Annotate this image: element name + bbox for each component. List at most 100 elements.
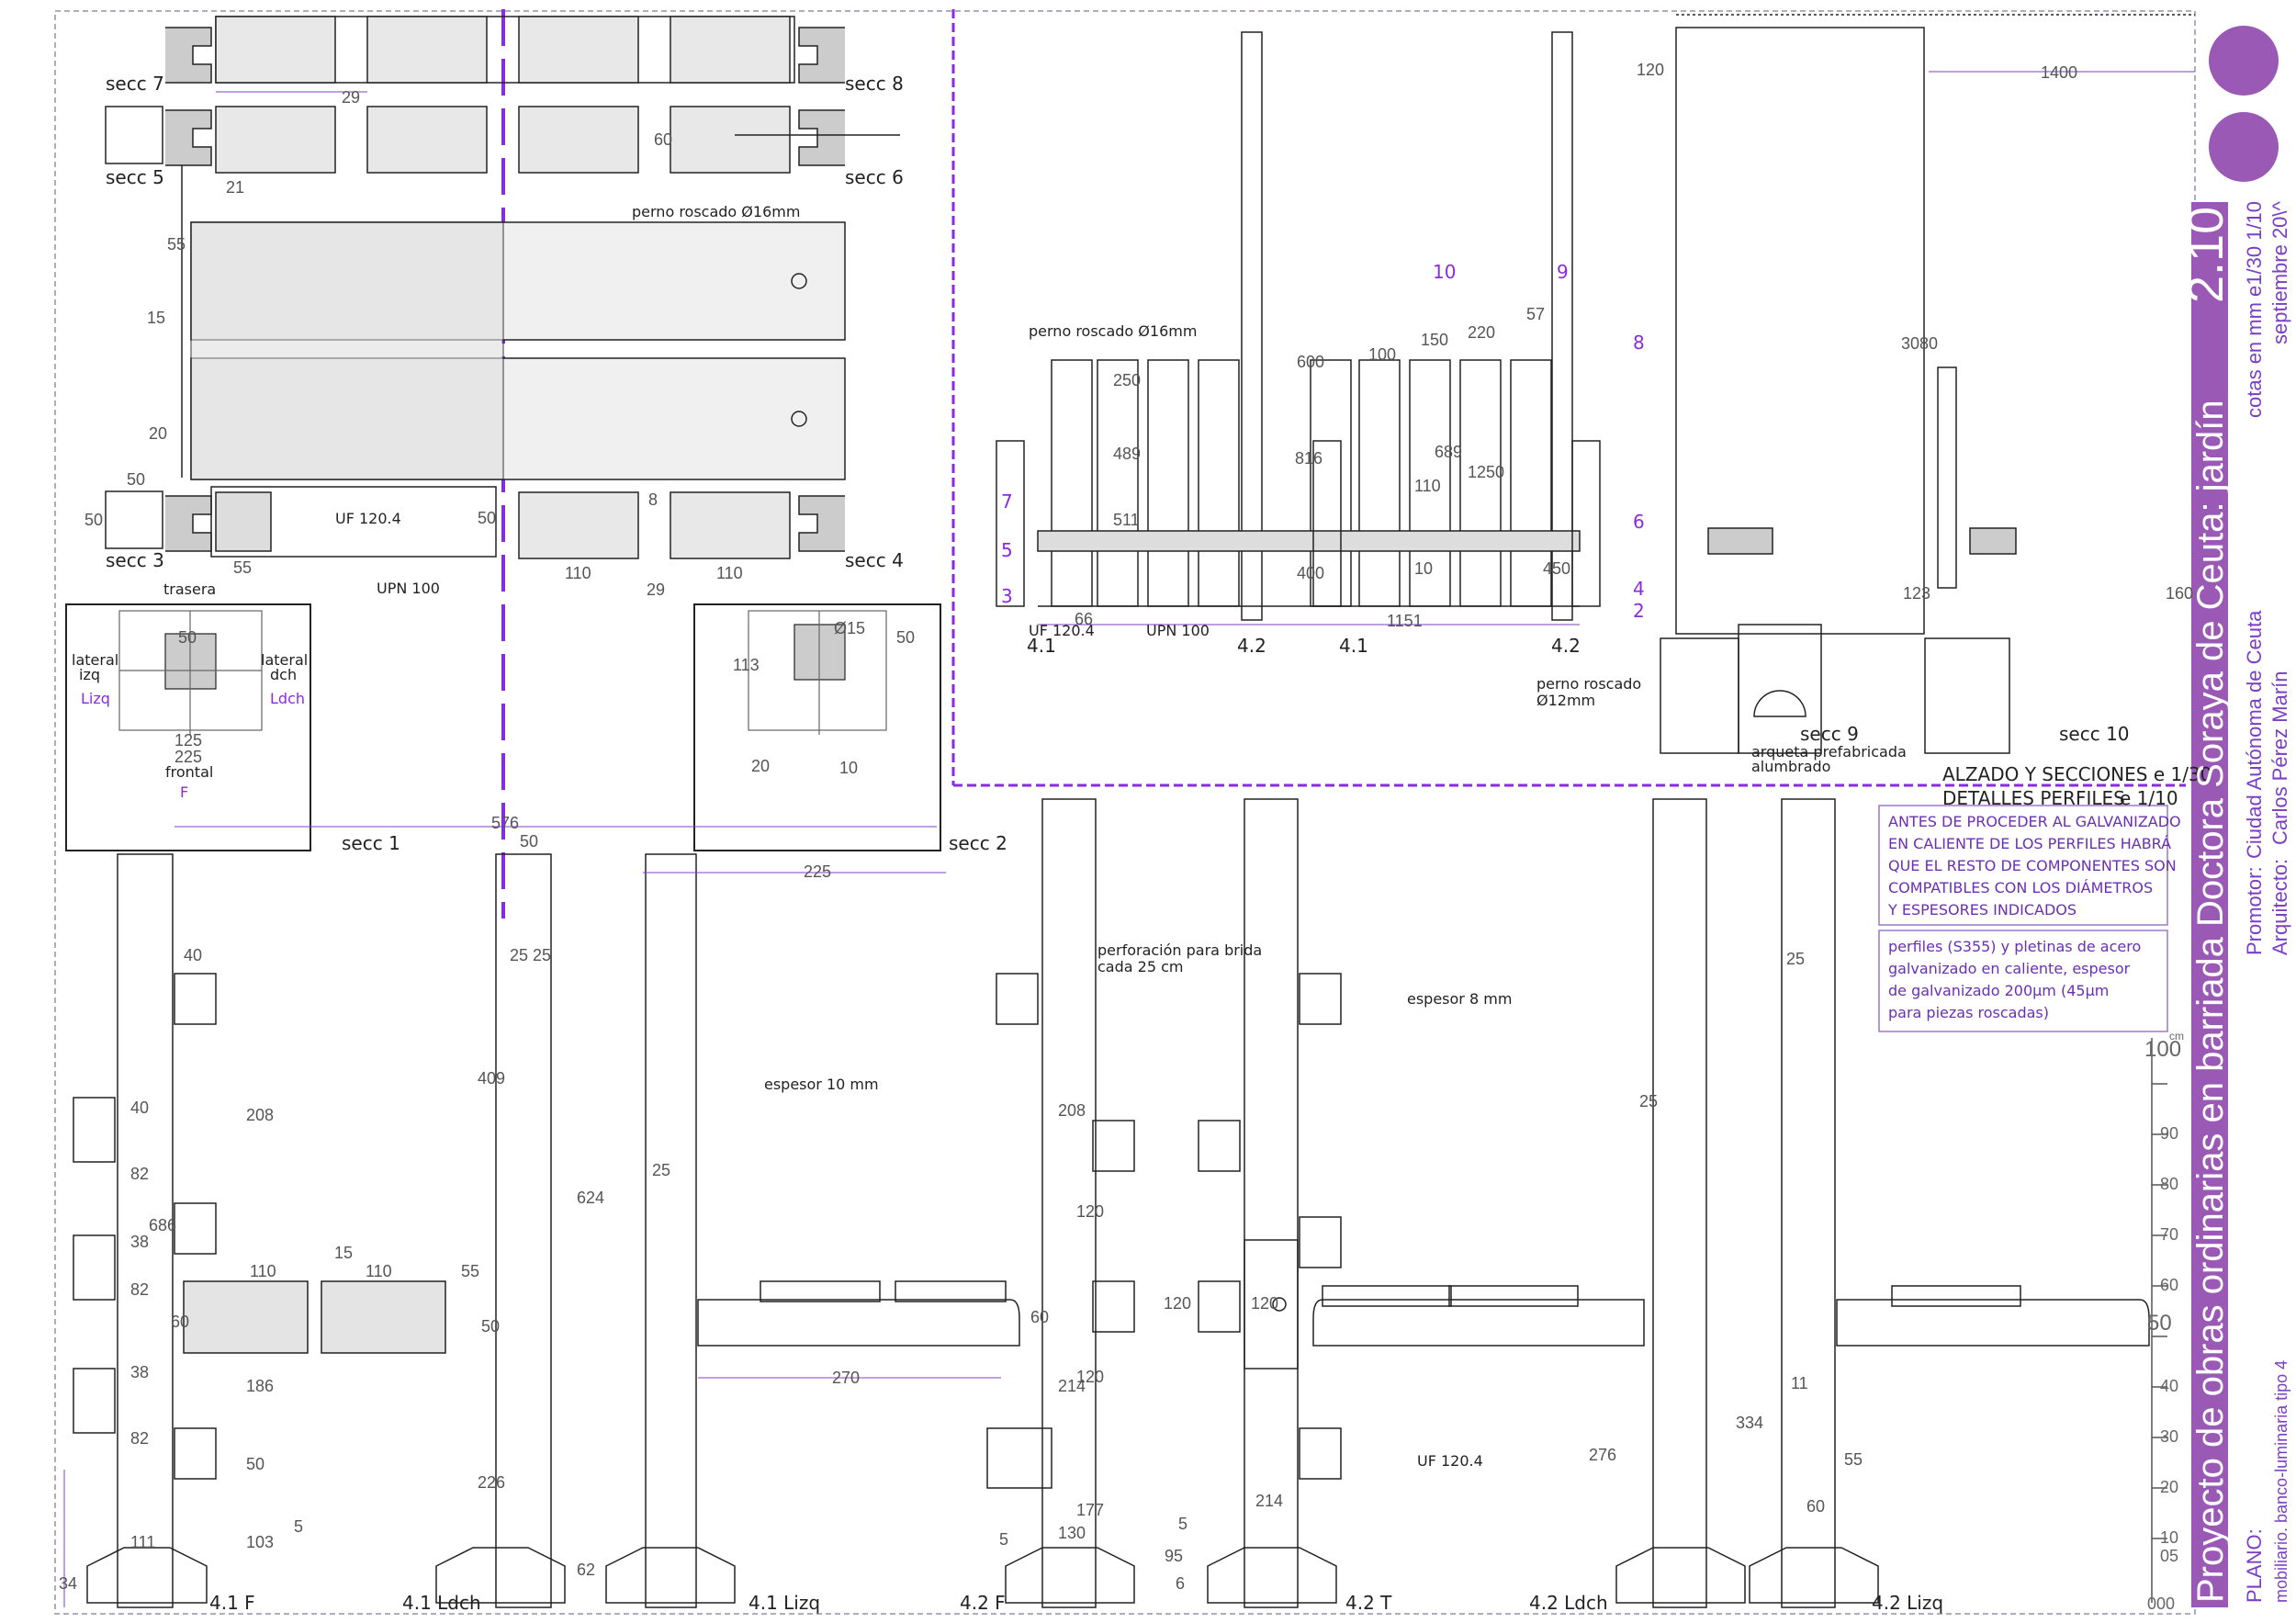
note1-line1: ANTES DE PROCEDER AL GALVANIZADO bbox=[1888, 813, 2181, 830]
dim-226: 226 bbox=[478, 1473, 505, 1492]
dim-120b: 120 bbox=[1164, 1294, 1191, 1313]
dim-25c: 25 bbox=[652, 1161, 670, 1179]
scale-tick-30: 30 bbox=[2160, 1427, 2178, 1446]
uf1204-b: UF 120.4 bbox=[1029, 622, 1095, 639]
elev-511: 511 bbox=[1113, 511, 1140, 529]
section-marker-4: 4 bbox=[1633, 578, 1645, 600]
dim-82a: 82 bbox=[130, 1165, 149, 1183]
dim-208a: 208 bbox=[246, 1106, 274, 1124]
arquitecto: Carlos Pérez Marín bbox=[2268, 671, 2291, 845]
dim-113: 113 bbox=[733, 656, 760, 674]
dim-120a: 120 bbox=[1076, 1202, 1104, 1221]
view-42Ldch: 4.2 Ldch bbox=[1529, 1592, 1608, 1614]
section-marker-5: 5 bbox=[1001, 539, 1013, 561]
dim-110a: 110 bbox=[565, 564, 591, 582]
dim-29a: 29 bbox=[342, 88, 360, 107]
scale-tick-50: 50 bbox=[2147, 1311, 2172, 1336]
note2-line2: galvanizado en caliente, espesor bbox=[1888, 960, 2131, 977]
view-41Ldch: 4.1 Ldch bbox=[402, 1592, 481, 1614]
dim-20: 20 bbox=[149, 424, 167, 443]
dim-214a: 214 bbox=[1058, 1377, 1086, 1395]
detail-41Lizq bbox=[605, 853, 1020, 1608]
dim-50c: 50 bbox=[478, 509, 496, 527]
elev-816: 816 bbox=[1295, 449, 1322, 468]
dim-409: 409 bbox=[478, 1069, 505, 1088]
dim-40b: 40 bbox=[130, 1099, 149, 1117]
section-marker-2: 2 bbox=[1633, 600, 1645, 622]
dim-5b: 5 bbox=[999, 1530, 1008, 1549]
heading-alzado: ALZADO Y SECCIONES e 1/30 bbox=[1942, 763, 2212, 785]
elev-1400: 1400 bbox=[2041, 63, 2077, 82]
dim-60c: 60 bbox=[1030, 1308, 1049, 1326]
dim-276: 276 bbox=[1589, 1446, 1616, 1464]
note-box-1 bbox=[1878, 805, 2168, 926]
label-lateral-dch-2: dch bbox=[270, 666, 297, 683]
note1-line2: EN CALIENTE DE LOS PERFILES HABRÁ bbox=[1888, 835, 2171, 852]
dim-21: 21 bbox=[226, 178, 244, 197]
scale-tick-70: 70 bbox=[2160, 1225, 2178, 1244]
view-41F: 4.1 F bbox=[209, 1592, 255, 1614]
label-Lizq: Lizq bbox=[81, 690, 110, 707]
label-secc5: secc 5 bbox=[106, 166, 164, 188]
dim-15b: Ø15 bbox=[834, 619, 865, 637]
label-secc9: secc 9 bbox=[1800, 723, 1859, 745]
section-marker-6: 6 bbox=[1633, 511, 1645, 533]
title-panel bbox=[2191, 202, 2228, 1607]
dim-62: 62 bbox=[577, 1561, 595, 1579]
dim-686: 686 bbox=[149, 1216, 176, 1234]
dim-38b: 38 bbox=[130, 1363, 149, 1381]
dim-8: 8 bbox=[648, 490, 658, 509]
dim-130: 130 bbox=[1058, 1524, 1086, 1542]
elev-1250: 1250 bbox=[1468, 463, 1504, 481]
section-7-8 bbox=[165, 16, 845, 84]
dim-110c: 110 bbox=[250, 1262, 276, 1280]
dim-50b: 50 bbox=[84, 511, 103, 529]
dim-50e: 50 bbox=[896, 628, 915, 647]
label-lateral-izq-1: lateral bbox=[72, 651, 118, 669]
perno12-2: Ø12mm bbox=[1536, 692, 1595, 709]
perforacion-1: perforación para brida bbox=[1097, 941, 1262, 959]
title-side bbox=[2228, 202, 2296, 1607]
promotor-label: Promotor: bbox=[2243, 866, 2266, 955]
elev-400: 400 bbox=[1297, 564, 1324, 582]
elev-150: 150 bbox=[1421, 331, 1448, 349]
scale-tick-40: 40 bbox=[2160, 1377, 2178, 1395]
label-secc1: secc 1 bbox=[342, 832, 400, 854]
section-5-6 bbox=[105, 106, 900, 174]
dim-214b: 214 bbox=[1255, 1492, 1283, 1510]
note1-line5: Y ESPESORES INDICADOS bbox=[1887, 901, 2077, 919]
dim-186: 186 bbox=[246, 1377, 274, 1395]
view-42F: 4.2 F bbox=[960, 1592, 1006, 1614]
view-42-b: 4.2 bbox=[1551, 635, 1581, 657]
dim-50d: 50 bbox=[178, 628, 197, 647]
label-Ldch: Ldch bbox=[270, 690, 305, 707]
scale-tick-80: 80 bbox=[2160, 1175, 2178, 1193]
elev-3080: 3080 bbox=[1901, 334, 1938, 353]
detail-41F bbox=[73, 853, 446, 1608]
note1-line3: QUE EL RESTO DE COMPONENTES SON bbox=[1888, 857, 2177, 874]
view-41-b: 4.1 bbox=[1339, 635, 1368, 657]
scale-unit: cm bbox=[2169, 1030, 2184, 1043]
plano-label: PLANO: bbox=[2243, 1528, 2266, 1603]
elev-10b: 10 bbox=[1414, 559, 1433, 578]
label-secc10: secc 10 bbox=[2059, 723, 2130, 745]
upn100-a: UPN 100 bbox=[377, 580, 440, 597]
uf1204-a: UF 120.4 bbox=[335, 510, 401, 527]
dim-25a: 25 bbox=[510, 946, 528, 964]
label-secc8: secc 8 bbox=[845, 73, 904, 95]
detail-42T bbox=[1198, 798, 1342, 1608]
scale-tick-05: 05 bbox=[2160, 1547, 2178, 1565]
dim-110b: 110 bbox=[716, 564, 743, 582]
dim-111: 111 bbox=[130, 1533, 155, 1551]
label-secc3: secc 3 bbox=[106, 549, 164, 571]
note2-line4: para piezas roscadas) bbox=[1888, 1004, 2049, 1021]
section-marker-10: 10 bbox=[1433, 261, 1456, 283]
upn100-b: UPN 100 bbox=[1146, 622, 1210, 639]
view-41Lizq: 4.1 Lizq bbox=[748, 1592, 820, 1614]
elev-66: 66 bbox=[1075, 610, 1093, 628]
view-41-a: 4.1 bbox=[1027, 635, 1056, 657]
dim-25b: 25 bbox=[533, 946, 551, 964]
label-F: F bbox=[180, 783, 188, 801]
perno12-1: perno roscado bbox=[1536, 675, 1641, 693]
detail-42F bbox=[986, 798, 1135, 1608]
